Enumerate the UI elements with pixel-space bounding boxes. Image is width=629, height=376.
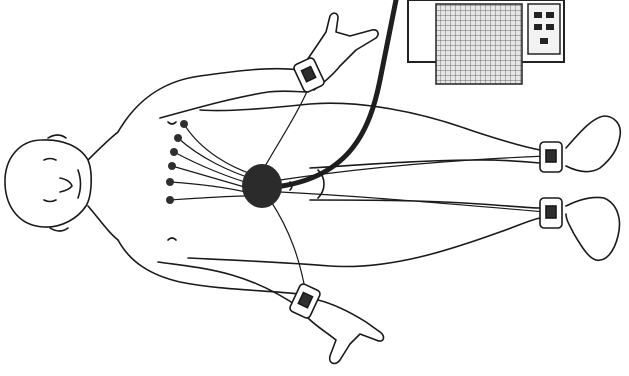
monitor-button xyxy=(540,38,548,44)
patient-nose xyxy=(60,178,72,192)
monitor-button xyxy=(534,12,542,18)
patient-mouth xyxy=(78,170,81,198)
chest-electrodes xyxy=(166,120,188,204)
patient-neck xyxy=(88,132,118,160)
chest-electrode-v2 xyxy=(174,134,182,142)
patient-inner-arm-bottom xyxy=(158,262,300,308)
limb-clamp-left-arm xyxy=(289,283,322,319)
patient-eye xyxy=(44,159,56,161)
patient-upper-arm-top xyxy=(118,69,300,132)
limb-clamp-right-leg xyxy=(540,142,562,172)
patient-foot-top xyxy=(566,116,620,172)
monitor-button xyxy=(534,24,542,30)
patient-torso-bottom xyxy=(188,218,540,267)
patient-leg-bottom-inner xyxy=(310,200,540,208)
limb-clamps xyxy=(289,57,562,319)
monitor-button xyxy=(546,24,554,30)
chest-electrode-v4 xyxy=(168,162,176,170)
chest-electrode-v5 xyxy=(166,178,174,186)
patient-neck xyxy=(88,206,118,240)
patient-foot-bottom xyxy=(566,197,619,260)
chest-electrode-v6 xyxy=(166,196,174,204)
patient-upper-arm-bottom xyxy=(118,240,300,294)
limb-clamp-right-arm xyxy=(293,57,326,93)
patient-nipple xyxy=(168,238,176,240)
ecg-strip-chart xyxy=(436,4,522,84)
patient-ear xyxy=(48,135,66,138)
chest-electrode-v1 xyxy=(180,120,188,128)
ecg-monitor xyxy=(408,0,564,84)
ecg-lead-hub xyxy=(242,164,282,208)
monitor-panel xyxy=(528,4,560,54)
patient-inner-arm-top xyxy=(160,91,308,118)
chest-electrode-v3 xyxy=(170,148,178,156)
patient-ear xyxy=(50,228,68,231)
patient-nipple xyxy=(168,122,176,124)
patient-eye xyxy=(44,200,56,202)
monitor-button xyxy=(546,12,554,18)
limb-clamp-left-leg xyxy=(540,198,562,228)
patient-hand-bottom xyxy=(308,300,383,363)
ecg-trunk-cable xyxy=(282,0,396,186)
patient-head xyxy=(5,140,91,227)
